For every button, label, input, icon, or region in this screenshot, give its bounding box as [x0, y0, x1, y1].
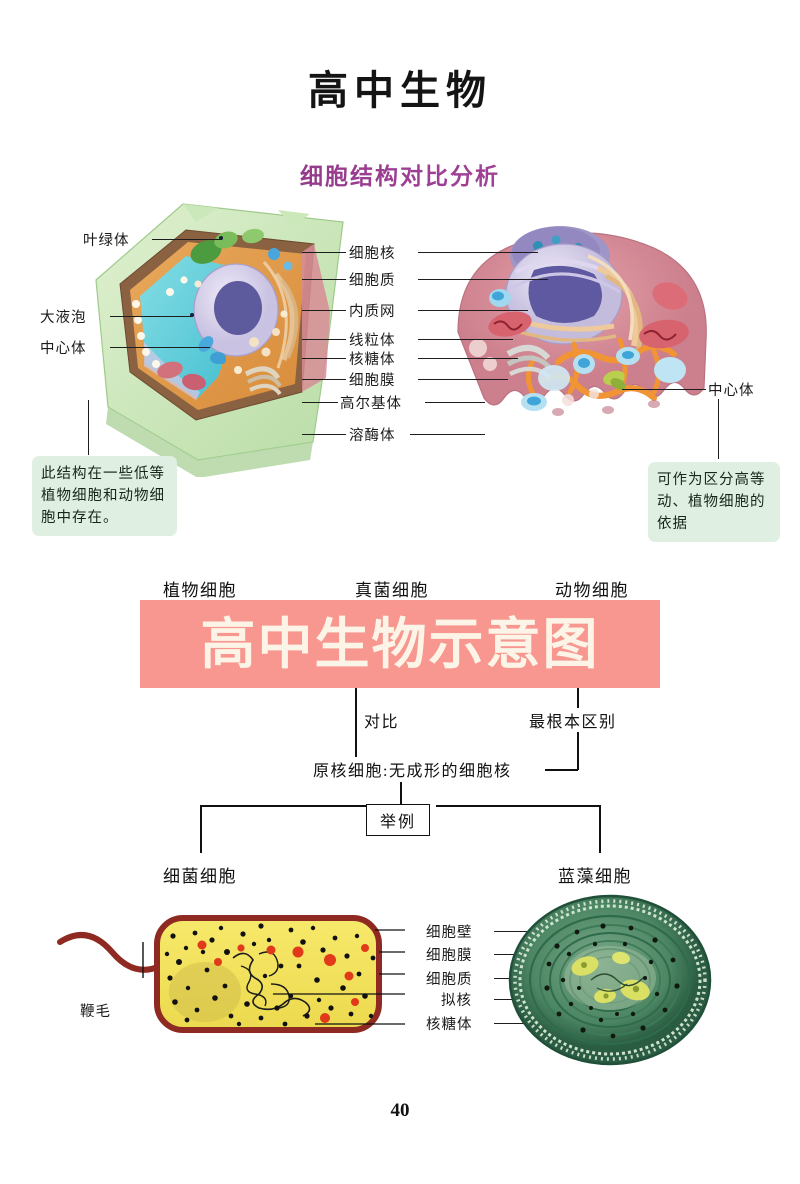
example-cyanobacteria-label: 蓝藻细胞: [558, 867, 632, 886]
leader-note-left: [88, 400, 90, 455]
leader-nucleus-right: [418, 252, 538, 254]
leader-ribo-left: [302, 358, 346, 360]
leader-ribo-right: [418, 358, 518, 360]
leader-nucleus-left: [302, 252, 346, 254]
leader-dot-vacuole: [190, 313, 194, 317]
cell-type-animal: 动物细胞: [555, 581, 629, 600]
leader-cytoplasm-right: [418, 279, 548, 281]
flow-line-fundamental-connector: [545, 769, 578, 771]
flow-label-fundamental: 最根本区别: [527, 708, 619, 732]
cyanobacteria-cell-illustration: [505, 888, 715, 1074]
flow-label-compare: 对比: [362, 708, 402, 732]
leader-mito-right: [418, 339, 513, 341]
page-number: 40: [390, 1100, 410, 1121]
banner-text: 高中生物示意图: [200, 613, 600, 675]
leader-cytoplasm-left: [302, 279, 346, 281]
page-title: 高中生物: [308, 68, 492, 113]
leader-large-vacuole: [110, 316, 193, 318]
leader-ribosome-bacteria: [494, 1023, 530, 1025]
leader-golgi-left: [302, 402, 338, 404]
flow-box-example: 举例: [366, 804, 431, 836]
pink-banner: 高中生物示意图: [140, 600, 660, 688]
label-cytoplasm-bacteria: 细胞质: [426, 972, 473, 988]
example-bacteria-label: 细菌细胞: [163, 867, 237, 886]
leader-er-left: [302, 310, 346, 312]
leader-er-right: [418, 310, 528, 312]
leader-lyso-left: [302, 434, 346, 436]
label-cell-wall: 细胞壁: [426, 925, 473, 941]
note-right: 可作为区分高等动、植物细胞的依据: [648, 462, 780, 542]
label-large-vacuole: 大液泡: [40, 310, 87, 326]
section-subtitle: 细胞结构对比分析: [0, 157, 800, 191]
leader-membrane-right: [418, 379, 508, 381]
label-ribosome: 核糖体: [349, 352, 396, 368]
leader-lyso-right: [410, 434, 485, 436]
leader-cell-wall: [494, 931, 544, 933]
leader-note-right: [718, 399, 720, 459]
label-cell-membrane-bacteria: 细胞膜: [426, 948, 473, 964]
label-endoplasmic-reticulum: 内质网: [349, 304, 396, 320]
label-chloroplast: 叶绿体: [83, 233, 130, 249]
animal-cell-illustration: [438, 212, 728, 472]
flow-label-prokaryote: 原核细胞:无成形的细胞核: [311, 757, 514, 781]
label-nucleoid: 拟核: [441, 993, 472, 1009]
label-ribosome-bacteria: 核糖体: [426, 1017, 473, 1033]
cell-type-fungal: 真菌细胞: [355, 581, 429, 600]
leader-golgi-right: [425, 402, 485, 404]
flow-line-compare: [355, 688, 357, 768]
leader-centrosome-animal: [622, 389, 706, 391]
label-centrosome-plant: 中心体: [40, 341, 87, 357]
leader-chloroplast: [152, 239, 222, 241]
flow-leg-left: [200, 805, 202, 853]
label-golgi: 高尔基体: [340, 396, 402, 412]
note-left: 此结构在一些低等植物细胞和动物细胞中存在。: [32, 456, 177, 536]
flow-line-to-example: [400, 782, 402, 804]
plant-cell-illustration: [78, 192, 368, 478]
bacteria-cell-illustration: [55, 900, 405, 1060]
flow-bus-left: [200, 805, 366, 807]
label-nucleus: 细胞核: [349, 246, 396, 262]
leader-mito-left: [302, 339, 346, 341]
leader-dot-chloroplast: [219, 236, 223, 240]
label-cytoplasm: 细胞质: [349, 273, 396, 289]
flow-bus-right: [436, 805, 600, 807]
label-mitochondria: 线粒体: [349, 333, 396, 349]
leader-membrane-left: [302, 379, 346, 381]
leader-centrosome-plant: [110, 347, 210, 349]
flow-leg-right: [599, 805, 601, 853]
label-flagellum: 鞭毛: [80, 1004, 111, 1020]
label-cell-membrane: 细胞膜: [349, 373, 396, 389]
label-centrosome-animal: 中心体: [708, 383, 755, 399]
cell-type-plant: 植物细胞: [163, 581, 237, 600]
label-lysosome: 溶酶体: [349, 428, 396, 444]
